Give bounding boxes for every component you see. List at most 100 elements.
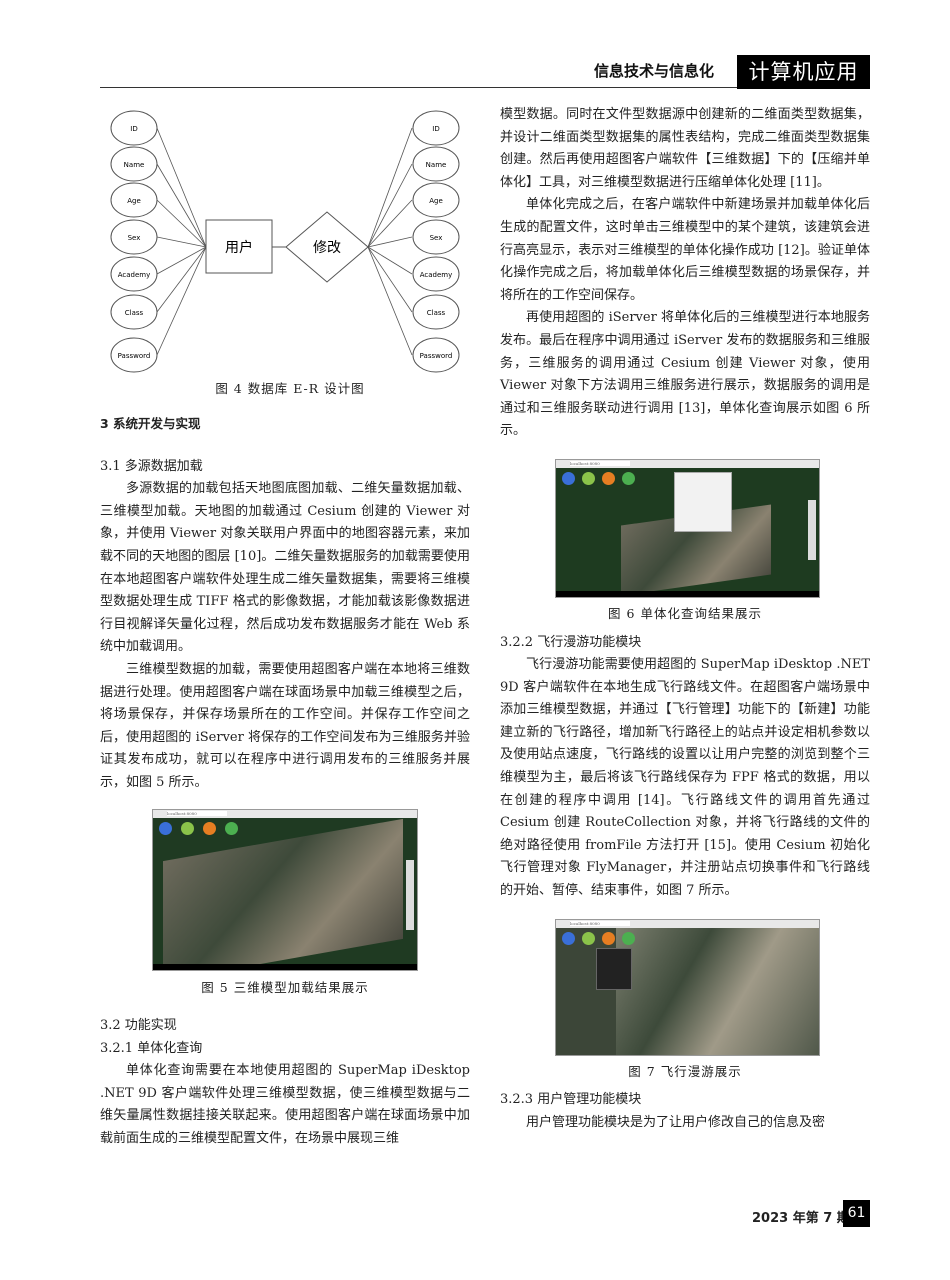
toolbar-button (582, 471, 595, 485)
subsection-heading: 3.1 多源数据加载 (100, 458, 203, 474)
attribute-ellipse (412, 294, 460, 330)
paragraph: 单体化查询需要在本地使用超图的 SuperMap iDesktop .NET 9… (100, 1063, 470, 1147)
toolbar-button (562, 931, 575, 945)
figure5-screenshot: localhost:8080 (152, 808, 418, 971)
entity-label: 用户 (225, 239, 253, 256)
attribute-label: ID (432, 125, 439, 133)
attribute-label: Academy (118, 271, 151, 279)
attribute-label: Age (127, 197, 141, 205)
connector-line (156, 246, 207, 356)
attribute-ellipse (412, 110, 460, 146)
paragraph: 多源数据的加载包括天地图底图加载、二维矢量数据加载、三维模型加载。天地图的加载通… (100, 481, 470, 655)
page-number: 61 (843, 1200, 870, 1227)
toolbar-button (562, 471, 575, 485)
connector-line (156, 199, 207, 248)
attribute-ellipse (110, 182, 158, 218)
connector-line (156, 236, 207, 248)
right-column: 模型数据。同时在文件型数据源中创建新的二维面类型数据集，并设计二维面类型数据集的… (500, 104, 870, 1134)
status-bar (556, 590, 819, 597)
side-panel (808, 499, 816, 560)
attribute-label: Age (429, 197, 443, 205)
toolbar-button (622, 471, 635, 485)
attribute-ellipse (412, 219, 460, 255)
section-heading: 3 系统开发与实现 (100, 416, 201, 431)
attribute-ellipse (110, 110, 158, 146)
left-column: 3 系统开发与实现 3.1 多源数据加载 多源数据的加载包括天地图底图加载、二维… (100, 413, 470, 1151)
attribute-ellipse (110, 294, 158, 330)
attribute-ellipse (412, 182, 460, 218)
attribute-ellipse (110, 256, 158, 292)
query-popup (674, 471, 732, 532)
connector-line (367, 246, 413, 356)
aerial-view (616, 927, 819, 1055)
url-bar: localhost:8080 (570, 460, 630, 466)
attribute-label: Password (420, 352, 453, 360)
url-bar: localhost:8080 (167, 810, 227, 816)
paragraph: 单体化完成之后，在客户端软件中新建场景并加载单体化后生成的配置文件，这时单击三维… (500, 197, 870, 303)
connector-line (156, 163, 207, 248)
attribute-ellipse (110, 219, 158, 255)
toolbar-button (622, 931, 635, 945)
attribute-label: Sex (430, 234, 443, 242)
paragraph: 模型数据。同时在文件型数据源中创建新的二维面类型数据集，并设计二维面类型数据集的… (500, 107, 870, 190)
attribute-ellipse (412, 256, 460, 292)
toolbar-button (582, 931, 595, 945)
connector-line (367, 127, 413, 248)
attribute-ellipse (110, 337, 158, 373)
subsection-heading: 3.2 功能实现 (100, 1018, 177, 1034)
toolbar-button (225, 821, 238, 835)
3d-model-view (163, 818, 403, 970)
status-bar (153, 963, 417, 970)
toolbar-button (181, 821, 194, 835)
fly-menu (596, 947, 632, 990)
subsection-heading: 3.2.2 飞行漫游功能模块 (500, 634, 642, 650)
paragraph: 飞行漫游功能需要使用超图的 SuperMap iDesktop .NET 9D … (500, 657, 870, 899)
figure6-caption: 图 6 单体化查询结果展示 (608, 605, 762, 621)
browser-bar: localhost:8080 (556, 919, 819, 928)
attribute-label: Name (426, 161, 447, 169)
connector-line (367, 199, 413, 248)
connector-line (367, 246, 413, 275)
paragraph: 再使用超图的 iServer 将单体化后的三维模型进行本地服务发布。最后在程序中… (500, 310, 870, 439)
paragraph: 用户管理功能模块是为了让用户修改自己的信息及密 (526, 1114, 826, 1130)
header-journal: 计算机应用 (737, 55, 870, 89)
attribute-label: Class (125, 309, 144, 317)
attribute-label: Sex (128, 234, 141, 242)
toolbar-button (602, 931, 615, 945)
connector-line (156, 246, 207, 275)
header-section: 信息技术与信息化 (594, 62, 715, 80)
toolbar-button (159, 821, 172, 835)
url-bar: localhost:8080 (570, 920, 630, 926)
attribute-label: Password (118, 352, 151, 360)
relationship-diamond (285, 211, 369, 283)
attribute-label: ID (130, 125, 137, 133)
paragraph: 三维模型数据的加载，需要使用超图客户端在本地将三维数据进行处理。使用超图客户端在… (100, 661, 470, 790)
toolbar-button (203, 821, 216, 835)
figure6-screenshot: localhost:8080 (555, 458, 820, 598)
entity-box (205, 219, 273, 274)
subsection-heading: 3.2.3 用户管理功能模块 (500, 1092, 642, 1108)
browser-bar: localhost:8080 (556, 459, 819, 468)
header-rule (100, 87, 737, 88)
attribute-ellipse (412, 146, 460, 182)
toolbar-button (602, 471, 615, 485)
browser-bar: localhost:8080 (153, 809, 417, 818)
figure7-caption: 图 7 飞行漫游展示 (628, 1063, 742, 1079)
relationship-label: 修改 (313, 240, 341, 256)
figure5-caption: 图 5 三维模型加载结果展示 (201, 979, 369, 995)
connector-line (367, 163, 413, 248)
attribute-ellipse (412, 337, 460, 373)
issue-label: 2023 年第 7 期 (752, 1211, 850, 1226)
connector-line (367, 236, 413, 248)
figure4-caption: 图 4 数据库 E-R 设计图 (215, 381, 365, 396)
attribute-label: Academy (420, 271, 453, 279)
figure7-screenshot: localhost:8080 (555, 918, 820, 1056)
attribute-label: Name (124, 161, 145, 169)
side-panel (406, 859, 414, 930)
attribute-ellipse (110, 146, 158, 182)
subsection-heading: 3.2.1 单体化查询 (100, 1040, 203, 1056)
connector-line (156, 246, 207, 313)
connector-line (156, 127, 207, 248)
